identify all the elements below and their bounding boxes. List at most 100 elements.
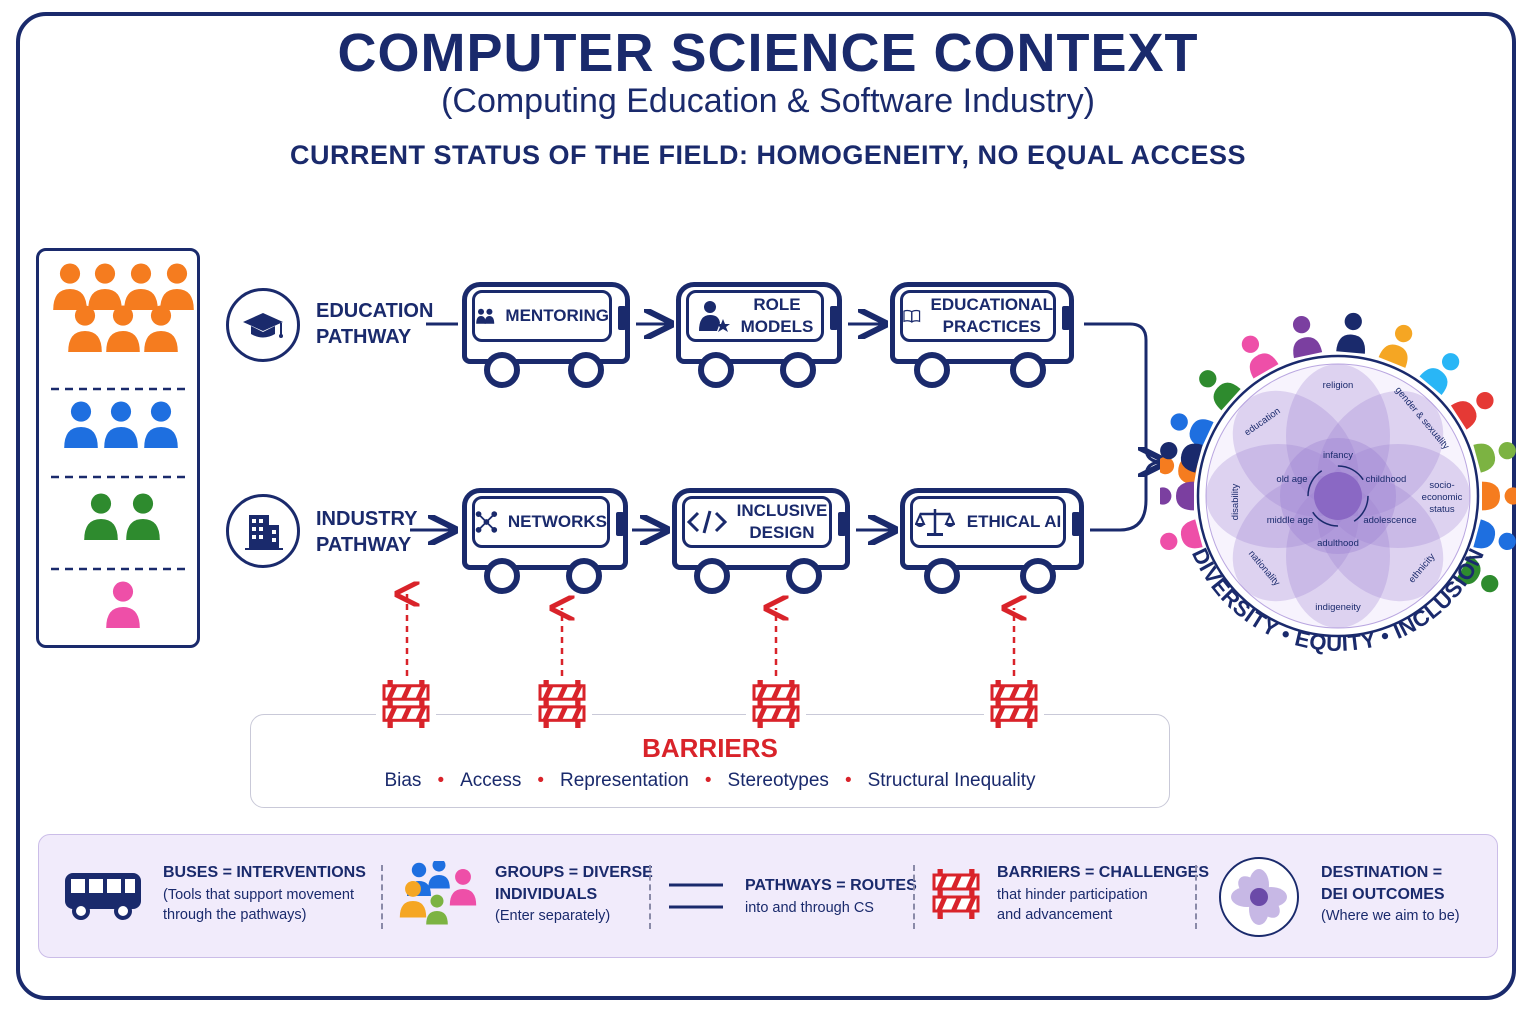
legend-pathways-head: PATHWAYS = ROUTES [745,877,917,894]
legend-destination-head1: DESTINATION = [1321,864,1443,881]
person-icon [106,581,140,628]
person-icon [1160,442,1203,473]
groups-box [36,248,200,648]
barricade-icon [932,869,980,919]
life-stage-label: old age [1276,474,1307,485]
petal-label: economic [1422,492,1463,503]
barriers-list: Bias•Access•Representation•Stereotypes•S… [384,770,1036,791]
person-icon [1170,413,1214,449]
life-stage-label: adulthood [1317,538,1359,549]
industry-label-line2: PATHWAY [316,534,412,556]
legend-groups-head2: INDIVIDUALS [495,886,598,903]
bus-ethical-ai: ETHICAL AI [900,488,1084,594]
bus-role-models: ROLE MODELS [676,282,842,388]
person-icon [84,493,118,540]
person-icon [1241,335,1279,379]
person-icon [160,263,194,310]
status-heading: CURRENT STATUS OF THE FIELD: HOMOGENEITY… [289,140,1247,170]
network-icon [475,511,498,533]
people-icon [476,308,495,324]
legend-barriers-head: BARRIERS = CHALLENGES [997,864,1210,881]
barrier-stereotypes: Stereotypes [727,770,829,791]
bus-educational-practices: EDUCATIONAL PRACTICES [890,282,1074,388]
barricade-icon [538,680,586,728]
bus-label-line2: PRACTICES [942,317,1041,336]
life-stage-label: childhood [1366,474,1407,485]
person-icon [1419,353,1460,395]
bus-label-line1: NETWORKS [507,512,607,531]
code-icon [686,510,727,534]
person-icon [144,401,178,448]
person-icon [106,305,140,352]
legend-divider [381,865,383,929]
person-icon [1160,481,1194,511]
person-icon [1473,442,1516,473]
groups-icon [399,861,477,925]
life-stage-label: middle age [1267,515,1313,526]
building-icon [226,494,300,568]
groups-people [51,263,194,628]
petal [1286,484,1390,628]
legend-panel: BUSES = INTERVENTIONS (Tools that suppor… [38,834,1498,958]
person-icon [1378,324,1413,368]
industry-label-line1: INDUSTRY [316,508,418,530]
person-icon [1336,312,1366,354]
petal-label: indigeneity [1315,602,1361,613]
petal-label: socio- [1429,480,1454,491]
person-icon [126,493,160,540]
outer-frame [16,12,1516,1000]
bus-label-line1: ROLE [753,295,801,314]
petal [1286,364,1390,508]
person-icon [1450,391,1494,430]
book-icon [903,309,921,323]
scales-icon [914,509,955,536]
pathway-lines-icon [669,883,723,909]
legend-buses-text2: through the pathways) [163,907,307,923]
page-title: COMPUTER SCIENCE CONTEXT [337,23,1199,83]
legend-groups-text1: (Enter separately) [495,908,611,924]
education-label-line2: PATHWAY [316,326,412,348]
barrier-structural-inequality: Structural Inequality [867,770,1036,791]
legend-groups-head1: GROUPS = DIVERSE [495,864,653,881]
legend-destination-head2: DEI OUTCOMES [1321,886,1445,903]
person-icon [426,894,448,925]
bus-label-line1: INCLUSIVE [736,501,828,520]
barrier-bias: Bias [384,770,422,791]
ind-to-destination [1090,460,1163,532]
person-icon [1160,519,1203,550]
person-icon [1199,370,1241,411]
edu-to-destination [1084,322,1162,462]
petal-label: disability [1230,484,1241,521]
bus-icon [65,873,141,920]
person-icon [104,401,138,448]
barricade-icon [382,680,430,728]
person-icon [53,263,87,310]
life-stage-label: infancy [1323,450,1353,461]
barricade-icon [752,680,800,728]
lifecycle-arrows [1307,465,1369,527]
core-center [1314,472,1362,520]
legend-barriers-text1: that hinder participation [997,887,1148,903]
bus-label-line2: MODELS [740,317,814,336]
person-icon [124,263,158,310]
legend-divider [649,865,651,929]
barrier-representation: Representation [560,770,689,791]
industry-pathway-label: INDUSTRY PATHWAY [316,506,417,558]
legend-pathways-text1: into and through CS [745,900,874,916]
bus-label-line2: DESIGN [749,523,815,542]
bus-inclusive-design: INCLUSIVE DESIGN [672,488,850,594]
graduation-cap-icon [226,288,300,362]
person-icon [1292,315,1323,359]
person-icon [144,305,178,352]
life-stage-label: adolescence [1363,515,1416,526]
bus-label-line1: MENTORING [505,306,609,325]
barricade-icon [932,869,980,919]
bus-label-line1: EDUCATIONAL [930,295,1053,314]
petal-label: religion [1323,380,1354,391]
page-subtitle: (Computing Education & Software Industry… [441,82,1095,120]
person-icon [1473,519,1516,550]
legend-barriers-text2: and advancement [997,907,1113,923]
person-icon [64,401,98,448]
